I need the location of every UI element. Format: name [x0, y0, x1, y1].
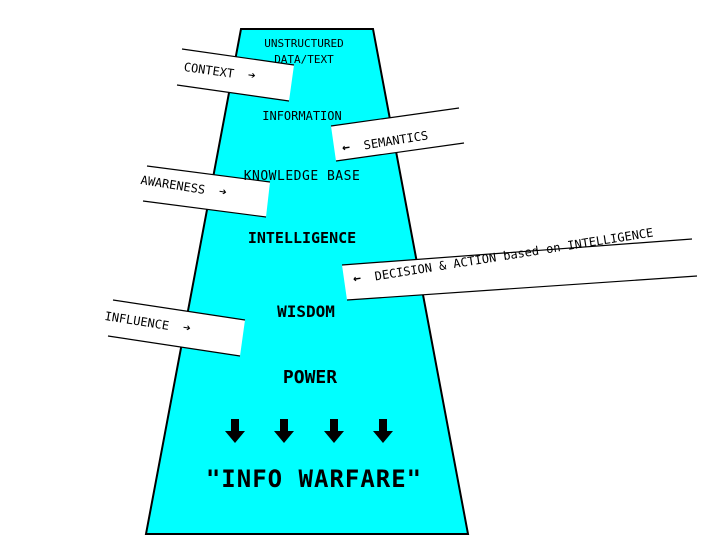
down-arrow-icon: [274, 419, 295, 443]
influence-ribbon-edge: [112, 299, 246, 321]
left-arrow-icon: ←: [352, 270, 363, 287]
level-information: INFORMATION: [262, 109, 342, 123]
level-unstructured-line1: UNSTRUCTURED: [264, 37, 344, 50]
influence-ribbon: [108, 300, 245, 356]
funnel-shape: [144, 28, 470, 535]
awareness-ribbon: [143, 166, 270, 217]
down-arrow-icon: [372, 419, 393, 443]
decision-ribbon-edge: [341, 238, 693, 266]
level-power: POWER: [282, 367, 338, 388]
decision-ribbon-edge: [346, 275, 698, 301]
semantics-ribbon-edge: [330, 107, 460, 127]
level-info-warfare: "INFO WARFARE": [205, 465, 423, 493]
semantics-ribbon: [331, 108, 464, 161]
semantics-ribbon-edge: [335, 142, 465, 162]
level-wisdom: WISDOM: [277, 302, 335, 321]
down-arrow-icon: [225, 419, 245, 443]
level-unstructured-line2: DATA/TEXT: [274, 53, 334, 66]
level-knowledge-base: KNOWLEDGE BASE: [243, 169, 361, 184]
awareness-ribbon-edge: [142, 200, 267, 218]
left-arrow-icon: ←: [341, 139, 352, 156]
down-arrows: [224, 418, 394, 444]
level-intelligence: INTELLIGENCE: [247, 229, 357, 247]
context-ribbon-edge: [176, 84, 290, 102]
down-arrow-icon: [323, 419, 344, 443]
influence-ribbon-edge: [107, 335, 241, 357]
awareness-ribbon-edge: [146, 165, 271, 183]
level-unstructured-data: UNSTRUCTURED DATA/TEXT: [144, 36, 464, 68]
decision-ribbon: [342, 239, 697, 300]
context-ribbon-edge: [181, 48, 295, 66]
context-ribbon: [177, 49, 294, 101]
